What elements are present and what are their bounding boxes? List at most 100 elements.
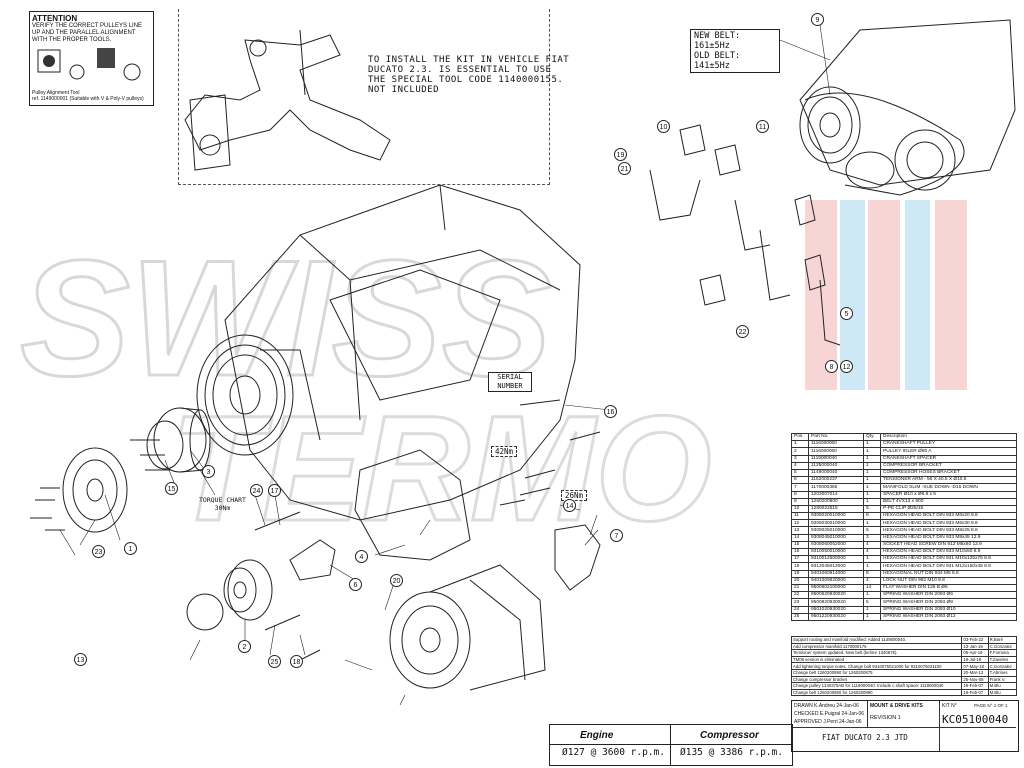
parts-cell-pos: 17 bbox=[791, 555, 809, 564]
col-code: Part No. bbox=[808, 432, 864, 442]
parts-cell-desc: LOCK NUT DIN 982 M10 8.8 bbox=[880, 576, 1017, 585]
callout-16: 16 bbox=[604, 405, 617, 418]
parts-cell-qty: 1 bbox=[863, 447, 881, 456]
parts-cell-pos: 9 bbox=[791, 497, 809, 506]
callout-12: 12 bbox=[840, 360, 853, 373]
parts-cell-qty: 1 bbox=[863, 519, 881, 528]
parts-cell-qty: 1 bbox=[863, 483, 881, 492]
parts-cell-code: 1119000040 bbox=[808, 454, 864, 463]
callout-18: 18 bbox=[290, 655, 303, 668]
col-pos: Pos. bbox=[791, 432, 809, 442]
mod-name: M.Blu bbox=[987, 682, 1018, 690]
parts-cell-desc: HEXAGON HEAD BOLT DIN 931 M12x150x45 8.8 bbox=[880, 562, 1017, 571]
attention-note: ATTENTION VERIFY THE CORRECT PULLEYS LIN… bbox=[29, 11, 154, 106]
bolts-drawing bbox=[30, 399, 601, 661]
title-block: DRAWN K.Andreu 24-Jan-06 CHECKED E.Puigr… bbox=[791, 700, 1019, 752]
parts-cell-desc: HEXAGON HEAD BOLT DIN 931 M10x125x75 8.8 bbox=[880, 555, 1017, 564]
parts-cell-pos: 7 bbox=[791, 483, 809, 492]
parts-cell-code: 9306020010000 bbox=[808, 512, 864, 521]
tool-label: Pulley Alignment Tool bbox=[32, 90, 80, 96]
parts-cell-code: 1280022515 bbox=[808, 504, 864, 514]
parts-cell-qty: 1 bbox=[863, 497, 881, 506]
compressor-bracket-drawing bbox=[354, 449, 471, 561]
serial-number-label: SERIAL NUMBER bbox=[488, 372, 532, 392]
parts-cell-desc: HEXAGON HEAD BOLT DIN 933 M8x25 8.8 bbox=[880, 526, 1017, 535]
parts-cell-qty: 1 bbox=[863, 605, 881, 614]
parts-cell-qty: 1 bbox=[863, 591, 881, 600]
parts-cell-pos: 19 bbox=[791, 569, 809, 578]
engine-value: Ø127 @ 3600 r.p.m. bbox=[562, 747, 665, 758]
mod-name: M.Blu bbox=[987, 688, 1018, 697]
engine-block bbox=[224, 184, 581, 521]
callout-5: 5 bbox=[840, 307, 853, 320]
modification-row: Tensioner system updated. New belt (befo… bbox=[790, 649, 1018, 657]
callout-15: 15 bbox=[165, 482, 178, 495]
parts-cell-desc: HEXAGON HEAD BOLT DIN 933 M6x20 8.8 bbox=[880, 512, 1017, 521]
mod-date: 13-Jan-19 bbox=[961, 642, 989, 651]
parts-cell-qty: 4 bbox=[863, 547, 881, 557]
callout-8: 8 bbox=[825, 360, 838, 373]
parts-cell-code: 9401009820000 bbox=[808, 576, 864, 585]
parts-cell-code: 9501220930020 bbox=[808, 612, 864, 621]
parts-cell-qty: 1 bbox=[863, 612, 881, 621]
callout-19: 19 bbox=[614, 148, 627, 161]
parts-header-row: Pos. Part No. Qty. Description bbox=[791, 432, 1017, 442]
alignment-tool-icon bbox=[37, 48, 141, 81]
install-note: TO INSTALL THE KIT IN VEHICLE FIAT DUCAT… bbox=[368, 55, 569, 95]
callout-7: 7 bbox=[610, 529, 623, 542]
parts-cell-code: 9500820930020 bbox=[808, 598, 864, 607]
parts-cell-pos: 15 bbox=[791, 540, 809, 550]
torque-chart-note: TORQUE CHART 30Nm bbox=[199, 496, 246, 512]
parts-cell-desc: COMPRESSOR BRACKET bbox=[880, 461, 1017, 470]
parts-cell-pos: 20 bbox=[791, 576, 809, 585]
mod-date: 25-Nov-08 bbox=[961, 675, 989, 684]
parts-cell-pos: 5 bbox=[791, 468, 809, 478]
callout-13: 13 bbox=[74, 653, 87, 666]
parts-cell-qty: 14 bbox=[863, 583, 881, 593]
manifold-drawing bbox=[554, 524, 601, 591]
parts-cell-desc: SPRING WASHER DIN 2093 Ø8 bbox=[880, 598, 1017, 607]
parts-cell-desc: COMPRESSOR HOSES BRACKET bbox=[880, 468, 1017, 478]
parts-cell-code: 9500602100000 bbox=[808, 583, 864, 593]
parts-cell-qty: 1 bbox=[863, 454, 881, 463]
engine-detail-top-right bbox=[799, 19, 1016, 196]
modification-row: Change pulley 1340375AB for 1119000040. … bbox=[790, 682, 1018, 690]
parts-cell-desc: CRANKSHAFT PULLEY bbox=[880, 440, 1017, 449]
parts-cell-pos: 8 bbox=[791, 490, 809, 499]
parts-cell-code: 9501020930020 bbox=[808, 605, 864, 614]
callout-3: 3 bbox=[202, 465, 215, 478]
col-qty: Qty. bbox=[863, 432, 881, 442]
attention-title: ATTENTION bbox=[32, 14, 78, 23]
tool-ref: ref. 1149000001 (Suitable with V & Poly-… bbox=[32, 96, 144, 102]
old-belt-frequency: OLD BELT: 141±5Hz bbox=[694, 51, 741, 71]
torque-42nm: 42Nm bbox=[491, 446, 518, 457]
mod-description: Tensioner system updated. New belt (befo… bbox=[790, 649, 963, 657]
mod-description: Add compressor manifold 1170000175 bbox=[790, 642, 963, 651]
parts-cell-desc: P-PE CLIP Ø25/15 bbox=[880, 504, 1017, 514]
vehicle-label: FIAT DUCATO 2.3 JTD bbox=[822, 733, 908, 742]
kit-number: KC05100040 bbox=[942, 713, 1009, 726]
parts-cell-qty: 1 bbox=[863, 440, 881, 449]
parts-cell-desc: HEXAGON HEAD BOLT DIN 933 M10x50 8.8 bbox=[880, 547, 1017, 557]
engine-label: Engine bbox=[580, 730, 614, 741]
mod-name: T.Abrines bbox=[987, 668, 1018, 677]
checked-label: CHECKED E.Puigral 24-Jan-06 bbox=[794, 711, 865, 717]
compressor-value: Ø135 @ 3386 r.p.m. bbox=[680, 747, 783, 758]
parts-cell-code: 1162000237 bbox=[808, 476, 864, 485]
pulley-spec-box: Engine Compressor Ø127 @ 3600 r.p.m. Ø13… bbox=[549, 724, 793, 766]
approved-label: APPROVED J.Perri 24-Jan-06 bbox=[794, 719, 862, 725]
torque-chart-label: TORQUE CHART bbox=[199, 496, 246, 504]
parts-cell-pos: 14 bbox=[791, 533, 809, 542]
